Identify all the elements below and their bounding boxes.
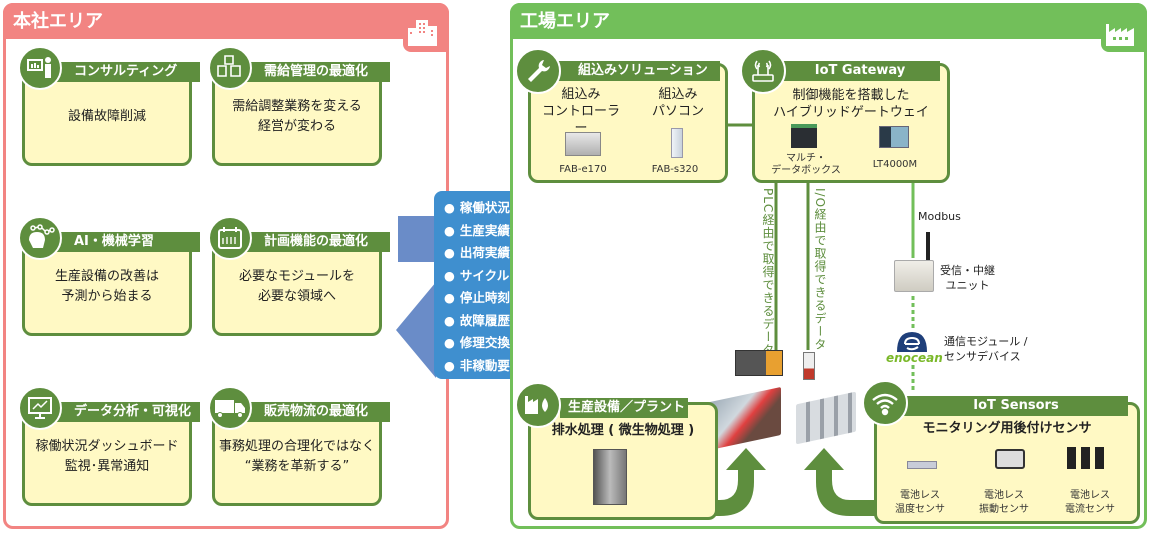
hq-card-description: 需給調整業務を変える経営が変わる: [232, 99, 362, 134]
modbus-label: Modbus: [918, 210, 961, 223]
io-data-label: I/O経由で取得できるデータ: [813, 188, 827, 352]
hq-card-description: 生産設備の改善は予測から始まる: [54, 269, 159, 304]
hq-card-description: 稼働状況ダッシュボード監視･異常通知: [35, 439, 179, 474]
relay-unit-image: [894, 260, 934, 292]
plant-up-arrow: [690, 448, 766, 516]
lt4000m-image: [879, 126, 909, 148]
collected-data-item: 稼働状況: [444, 197, 568, 220]
sensor-up-arrow: [804, 448, 880, 516]
truck-icon: [208, 386, 252, 430]
factory-icon: [1106, 24, 1134, 46]
building-icon: [408, 20, 437, 46]
hq-area-title: 本社エリア: [13, 11, 103, 32]
vibration-sensor-image: [995, 449, 1025, 469]
wireless-router-icon: [740, 48, 786, 94]
enocean-logo-text: enocean: [886, 351, 943, 365]
hq-card-title: AI・機械学習: [54, 232, 200, 252]
embedded-solution-card: 組込み コントローラー 組込み パソコン FAB-e170 FAB-s320: [528, 63, 728, 183]
plc-device-image: [735, 350, 783, 376]
hq-area-header: 本社エリア: [3, 3, 449, 39]
collected-data-item: 非稼動要因: [444, 355, 568, 378]
gateway-heading: 制御機能を搭載した ハイブリッドゲートウェイ: [773, 88, 929, 120]
factory-area-title: 工場エリア: [520, 11, 610, 32]
fab-e170-label: FAB-e170: [559, 164, 607, 175]
temperature-sensor-image: [907, 461, 937, 469]
hq-card-description: 必要なモジュールを必要な領域へ: [238, 269, 356, 304]
calendar-icon: [208, 216, 252, 260]
embedded-solution-label: 組込みソリューション: [558, 61, 720, 81]
current-sensor-label: 電池レス 電流センサ: [1065, 490, 1115, 515]
fab-e170-image: [565, 132, 601, 156]
factory-area-header: 工場エリア: [510, 3, 1147, 39]
enocean-logo-icon: [897, 332, 927, 352]
temperature-sensor-label: 電池レス 温度センサ: [895, 490, 945, 515]
fab-s320-image: [671, 128, 683, 158]
hq-card-description: 事務処理の合理化ではなく“業務を革新する”: [218, 439, 375, 474]
hq-card-title: 需給管理の最適化: [244, 62, 390, 82]
boxes-icon: [208, 46, 252, 90]
fab-s320-label: FAB-s320: [651, 164, 699, 175]
sensors-heading: モニタリング用後付けセンサ: [922, 421, 1092, 436]
monitor-chart-icon: [18, 386, 62, 430]
vibration-sensor-label: 電池レス 振動センサ: [979, 490, 1029, 515]
collected-data-item: 生産実績: [444, 220, 568, 243]
hq-card-title: 販売物流の最適化: [244, 402, 390, 422]
relay-unit-label: 受信・中継 ユニット: [940, 264, 995, 292]
hq-card-description: 設備故障削減: [67, 109, 146, 124]
consulting-presenter-icon: [18, 46, 62, 90]
collected-data-item: 故障履歴: [444, 310, 568, 333]
collected-data-item: 出荷実績: [444, 242, 568, 265]
wrench-icon: [515, 48, 561, 94]
iot-sensors-label: IoT Sensors: [904, 396, 1128, 416]
ai-brain-network-icon: [18, 216, 62, 260]
multi-databox-image: [791, 124, 817, 148]
multi-databox-label: マルチ・ データボックス: [771, 153, 841, 176]
plant-heading: 排水処理 ( 微生物処理 ): [551, 423, 695, 438]
wifi-signal-icon: [862, 380, 908, 426]
hq-card-title: データ分析・可視化: [54, 402, 200, 422]
iot-gateway-label: IoT Gateway: [780, 61, 940, 81]
io-sensor-image: [803, 352, 815, 380]
embedded-pc-title: 組込み パソコン: [651, 87, 704, 119]
iot-gateway-card: 制御機能を搭載した ハイブリッドゲートウェイ マルチ・ データボックス LT40…: [752, 63, 950, 183]
iot-sensors-card: モニタリング用後付けセンサ 電池レス 温度センサ 電池レス 振動センサ 電池レス…: [874, 402, 1140, 524]
factory-water-icon: [515, 382, 561, 428]
hq-card-title: コンサルティング: [54, 62, 200, 82]
wastewater-tank-image: [593, 449, 627, 505]
lt4000m-label: LT4000M: [872, 159, 918, 170]
enocean-label: 通信モジュール / センサデバイス: [944, 335, 1028, 363]
production-plant-label: 生産設備／プラント: [560, 398, 688, 418]
plc-data-label: PLC経由で取得できるデータ: [761, 188, 775, 357]
hq-card: 需給調整業務を変える経営が変わる: [212, 66, 382, 166]
relay-unit-antenna: [926, 232, 930, 262]
hq-card-title: 計画機能の最適化: [244, 232, 390, 252]
production-plant-card: 排水処理 ( 微生物処理 ): [528, 402, 718, 520]
current-sensor-image: [1067, 447, 1107, 469]
embedded-controller-title: 組込み コントローラー: [541, 87, 620, 136]
